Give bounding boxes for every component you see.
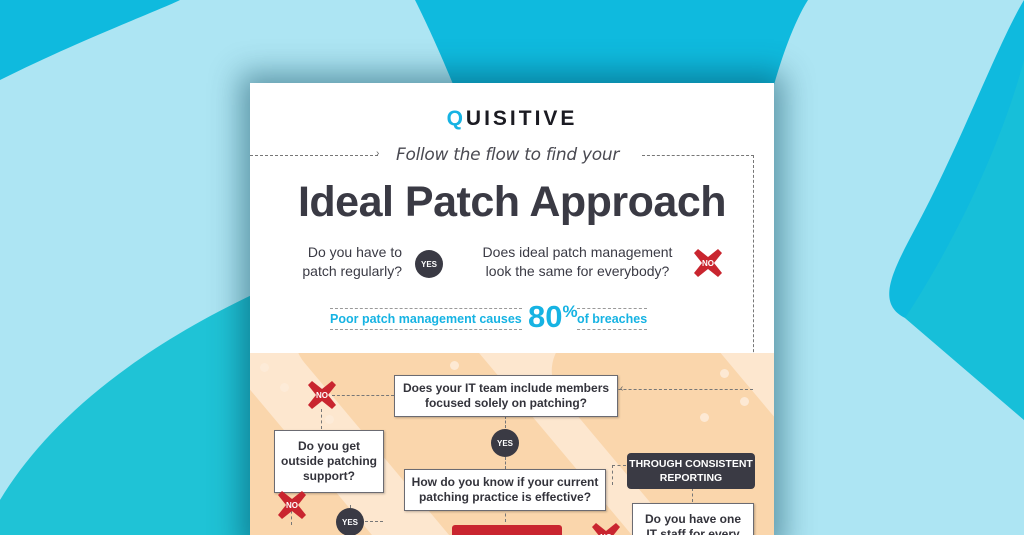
intro-question-2: Does ideal patch management look the sam… xyxy=(482,244,673,279)
node-effective: How do you know if your current patching… xyxy=(404,469,606,511)
stat-prefix: Poor patch management causes xyxy=(330,308,522,330)
stat-value: 80% xyxy=(528,299,578,334)
dashed-connector xyxy=(365,521,383,522)
dashed-connector-vertical xyxy=(505,457,506,469)
dashed-connector xyxy=(612,465,626,466)
node-outside-support: Do you get outside patching support? xyxy=(274,430,384,493)
flowchart: ‹ NO Does your IT team include members f… xyxy=(250,353,774,535)
stat-suffix: of breaches xyxy=(577,308,648,330)
breach-stat: Poor patch management causes 80% of brea… xyxy=(330,299,660,337)
infographic-document: QUISITIVE › Follow the flow to find your… xyxy=(250,83,774,535)
page-title: Ideal Patch Approach xyxy=(297,178,727,226)
dashed-connector-vertical xyxy=(505,416,506,428)
dashed-connector-vertical xyxy=(612,465,613,485)
yes-badge: YES xyxy=(415,250,443,278)
dashed-connector xyxy=(332,395,394,396)
node-reporting: THROUGH CONSISTENT REPORTING xyxy=(627,453,755,489)
red-x-icon xyxy=(308,381,336,409)
yes-badge-outside: YES xyxy=(336,508,364,535)
subtitle-row: › Follow the flow to find your xyxy=(250,145,774,165)
dashed-connector-vertical xyxy=(692,488,693,502)
red-x-icon xyxy=(592,523,620,535)
dashed-connector xyxy=(250,155,378,156)
intro-question-1: Do you have to patch regularly? xyxy=(302,244,402,279)
logo-q-letter: Q xyxy=(446,107,466,130)
quisitive-logo: QUISITIVE xyxy=(250,107,774,131)
logo-text: UISITIVE xyxy=(465,107,578,130)
node-not-always-sure: NOT ALWAYS SURE xyxy=(452,525,562,535)
red-x-icon xyxy=(278,491,306,519)
subtitle: Follow the flow to find your xyxy=(396,145,620,165)
dashed-connector xyxy=(583,389,753,390)
dashed-connector-vertical xyxy=(291,505,292,525)
dashed-connector-vertical xyxy=(753,155,754,387)
node-staff: Do you have one IT staff for every xyxy=(632,503,754,535)
node-it-team: Does your IT team include members focuse… xyxy=(394,375,618,417)
no-badge-outside: NO xyxy=(276,489,308,521)
arrow-right-icon: › xyxy=(376,148,380,159)
no-badge-staff: NO xyxy=(590,521,622,535)
yes-badge-it-team: YES xyxy=(491,429,519,457)
dashed-connector-vertical xyxy=(505,508,506,522)
arrow-left-icon: ‹ xyxy=(620,383,624,394)
no-badge-it-team: NO xyxy=(306,379,338,411)
no-badge: NO xyxy=(692,247,724,279)
dashed-connector-vertical xyxy=(321,409,322,429)
red-x-icon xyxy=(694,249,722,277)
dashed-connector xyxy=(642,155,754,156)
